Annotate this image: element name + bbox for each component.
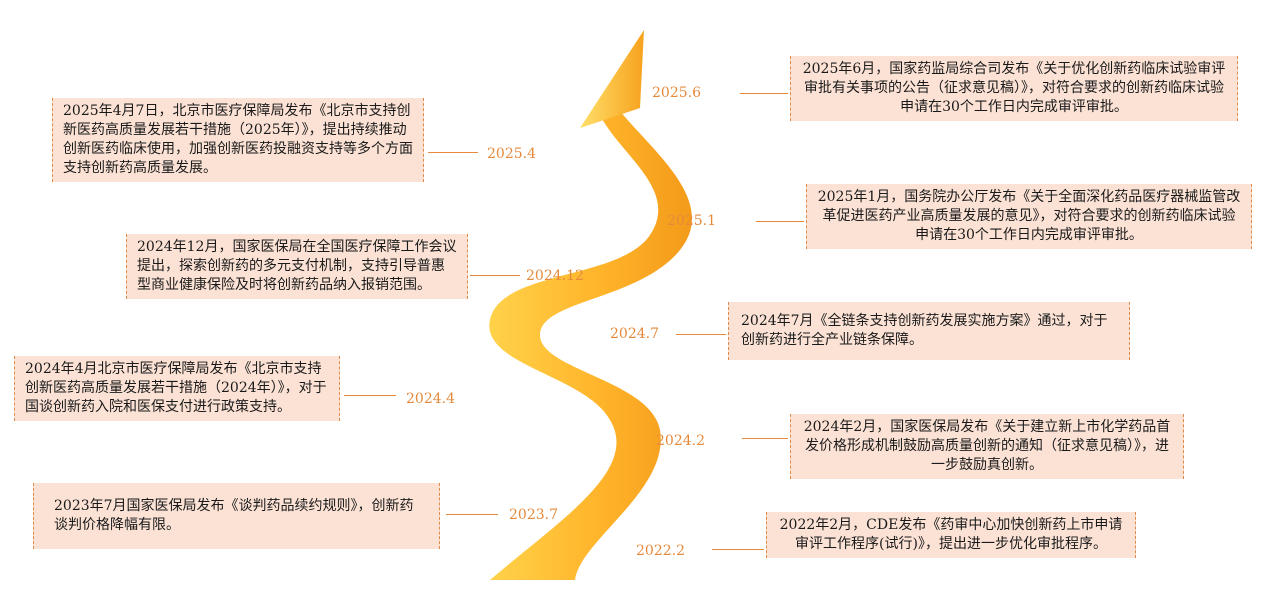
event-text: 2025年4月7日，北京市医疗保障局发布《北京市支持创新医药高质量发展若干措施（… <box>63 103 413 176</box>
event-year: 2023.7 <box>509 507 558 523</box>
event-year: 2025.1 <box>667 213 716 229</box>
event-year: 2022.2 <box>636 543 685 559</box>
arrow-head <box>580 30 644 128</box>
connector-line <box>742 438 788 439</box>
connector-line <box>756 221 804 222</box>
event-year: 2024.4 <box>406 391 455 407</box>
event-year: 2025.6 <box>652 85 701 101</box>
arrow-body <box>489 105 692 580</box>
event-text: 2022年2月，CDE发布《药审中心加快创新药上市申请审评工作程序(试行)》，提… <box>779 517 1123 552</box>
event-text: 2024年12月，国家医保局在全国医疗保障工作会议提出，探索创新药的多元支付机制… <box>137 239 457 293</box>
event-box-2024-12: 2024年12月，国家医保局在全国医疗保障工作会议提出，探索创新药的多元支付机制… <box>126 234 468 299</box>
connector-line <box>676 334 726 335</box>
event-text: 2025年6月，国家药监局综合司发布《关于优化创新药临床试验审评审批有关事项的公… <box>802 61 1226 115</box>
event-box-2024-2: 2024年2月，国家医保局发布《关于建立新上市化学药品首发价格形成机制鼓励高质量… <box>790 414 1184 479</box>
event-year: 2025.4 <box>487 146 536 162</box>
event-year: 2024.7 <box>610 326 659 342</box>
event-box-2023-7: 2023年7月国家医保局发布《谈判药品续约规则》，创新药谈判价格降幅有限。 <box>33 483 440 549</box>
event-box-2025-6: 2025年6月，国家药监局综合司发布《关于优化创新药临床试验审评审批有关事项的公… <box>790 56 1238 121</box>
event-box-2025-1: 2025年1月，国务院办公厅发布《关于全面深化药品医疗器械监管改革促进医药产业高… <box>806 184 1252 249</box>
connector-line <box>740 93 788 94</box>
event-year: 2024.2 <box>656 433 705 449</box>
event-box-2024-4: 2024年4月北京市医疗保障局发布《北京市支持创新医药高质量发展若干措施（202… <box>14 356 340 421</box>
connector-line <box>470 275 520 276</box>
event-text: 2024年7月《全链条支持创新药发展实施方案》通过，对于创新药进行全产业链条保障… <box>741 313 1108 348</box>
event-text: 2025年1月，国务院办公厅发布《关于全面深化药品医疗器械监管改革促进医药产业高… <box>817 189 1241 243</box>
connector-line <box>344 395 396 396</box>
event-box-2024-7: 2024年7月《全链条支持创新药发展实施方案》通过，对于创新药进行全产业链条保障… <box>728 302 1130 360</box>
connector-line <box>712 549 764 550</box>
event-text: 2024年4月北京市医疗保障局发布《北京市支持创新医药高质量发展若干措施（202… <box>25 361 327 415</box>
event-year: 2024.12 <box>526 268 584 284</box>
connector-line <box>428 152 478 153</box>
event-box-2022-2: 2022年2月，CDE发布《药审中心加快创新药上市申请审评工作程序(试行)》，提… <box>766 512 1136 558</box>
event-text: 2024年2月，国家医保局发布《关于建立新上市化学药品首发价格形成机制鼓励高质量… <box>803 419 1171 473</box>
event-box-2025-4: 2025年4月7日，北京市医疗保障局发布《北京市支持创新医药高质量发展若干措施（… <box>52 98 424 182</box>
connector-line <box>446 514 498 515</box>
event-text: 2023年7月国家医保局发布《谈判药品续约规则》，创新药谈判价格降幅有限。 <box>54 498 414 533</box>
